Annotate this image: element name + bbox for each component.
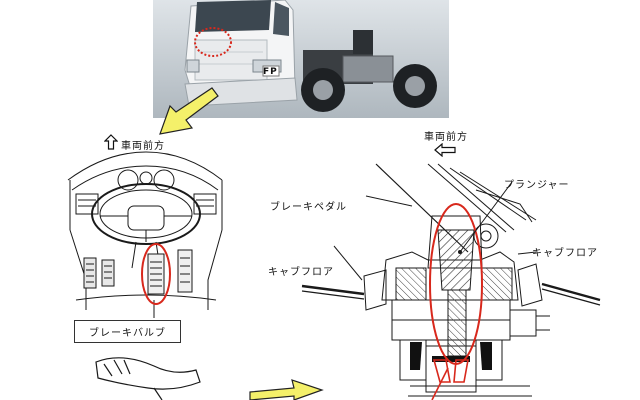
foot-illustration [95,357,201,400]
brake-valve-label: ブレーキバルブ [74,320,181,343]
up-arrow-icon [104,134,118,150]
plunger-label: プランジャー [504,180,570,191]
cab-floor-label-left: キャブフロア [268,267,334,278]
truck-photo [153,0,449,118]
arrow-right-icon [249,379,324,400]
left-arrow-icon [434,143,456,157]
cab-floor-label-right: キャブフロア [532,248,598,259]
plunger-highlight [429,203,483,365]
truck-badge-label: FP [263,67,278,77]
cab-interior-drawing [67,151,223,318]
brake-valve-cross-section [301,163,601,400]
brake-pedal-label: ブレーキペダル [270,202,347,213]
grille-highlight [194,27,232,57]
arrow-down-left-icon [159,87,219,135]
vehicle-front-label-right: 車両前方 [424,132,468,143]
vehicle-front-label-left: 車両前方 [121,141,165,152]
brake-pedal-highlight [141,243,171,305]
